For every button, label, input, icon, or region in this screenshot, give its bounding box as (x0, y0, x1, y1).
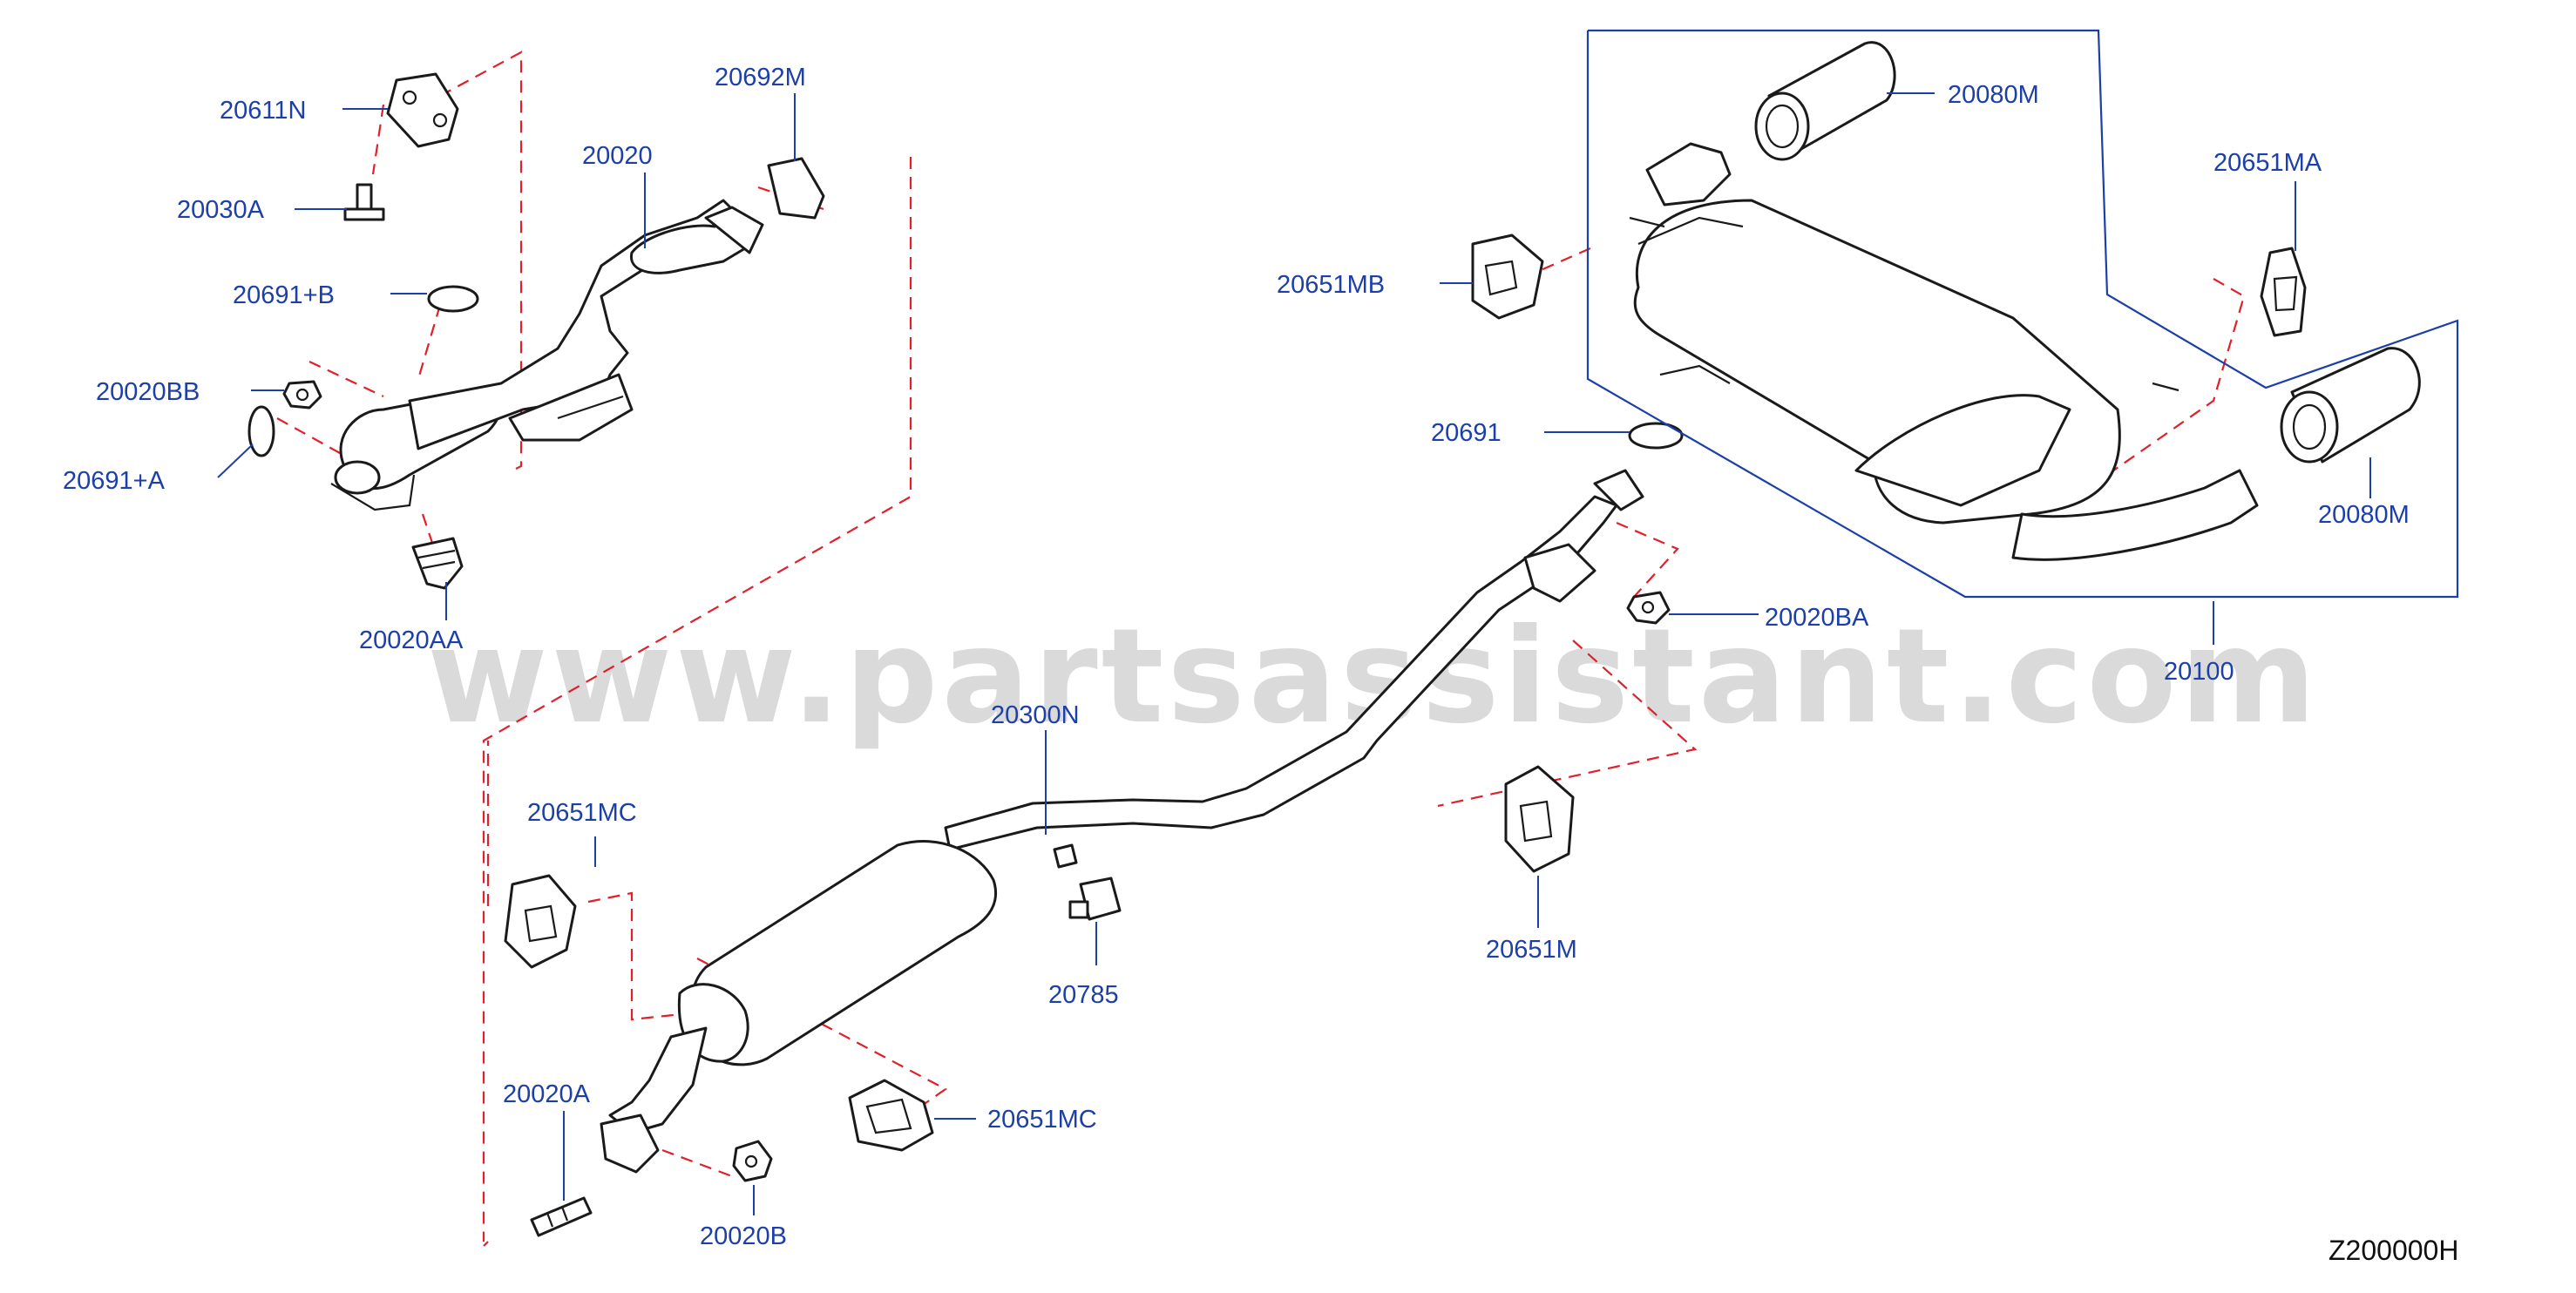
label-20611N[interactable]: 20611N (220, 97, 306, 125)
bolt-aa-drawing (411, 537, 464, 590)
diagram-code: Z200000H (2329, 1235, 2458, 1266)
label-20030A[interactable]: 20030A (177, 196, 265, 224)
hanger-ma-drawing (2260, 247, 2307, 337)
hanger-mc-left-drawing (504, 874, 577, 969)
label-20020BB[interactable]: 20020BB (96, 378, 200, 406)
gasket-a-drawing (247, 405, 275, 457)
rear-assembly-box (1586, 29, 2459, 599)
part-labels: 20611N 20030A 20691+B 20020BB 20691+A 20… (63, 64, 2410, 1250)
label-20020A[interactable]: 20020A (503, 1080, 591, 1108)
gasket-20692m-drawing (767, 157, 825, 220)
label-20651MC-left[interactable]: 20651MC (527, 799, 637, 827)
label-20785[interactable]: 20785 (1048, 981, 1119, 1009)
label-20651MB[interactable]: 20651MB (1277, 271, 1385, 299)
bolt-drawing (343, 183, 385, 221)
label-20020[interactable]: 20020 (582, 142, 653, 170)
hanger-mb-drawing (1471, 234, 1544, 320)
flange-drawing (600, 1114, 660, 1174)
leader-lines (217, 92, 2371, 1215)
label-20020B[interactable]: 20020B (700, 1222, 787, 1250)
label-20300N[interactable]: 20300N (991, 701, 1080, 729)
clamp-drawing (1068, 877, 1122, 921)
nut-ba-drawing (1626, 591, 1671, 625)
label-20100[interactable]: 20100 (2164, 658, 2234, 686)
label-20651MC-right[interactable]: 20651MC (987, 1106, 1097, 1134)
front-pipe-catalyst-drawing (330, 199, 764, 511)
tail-tip-top-drawing (1754, 41, 1896, 161)
label-20651MA[interactable]: 20651MA (2213, 149, 2322, 177)
stud-drawing (530, 1196, 593, 1237)
label-20020BA[interactable]: 20020BA (1765, 604, 1869, 632)
hanger-m-drawing (1504, 765, 1575, 873)
label-20080M-top[interactable]: 20080M (1948, 81, 2039, 109)
tail-tip-right-drawing (2280, 347, 2421, 464)
nut-b-drawing (732, 1140, 773, 1182)
gasket-20691-drawing (1628, 422, 1684, 450)
gasket-b-drawing (427, 285, 479, 313)
label-20651M[interactable]: 20651M (1486, 936, 1577, 964)
hanger-mc-right-drawing (848, 1079, 934, 1152)
label-20692M[interactable]: 20692M (715, 64, 806, 91)
label-20691B[interactable]: 20691+B (233, 281, 335, 309)
heat-shield-bracket-drawing (386, 72, 459, 148)
label-20080M-right[interactable]: 20080M (2318, 501, 2410, 529)
label-20691A[interactable]: 20691+A (63, 467, 166, 495)
label-20020AA[interactable]: 20020AA (359, 626, 464, 654)
nut-bb-drawing (282, 380, 322, 410)
assembly-callout-lines (276, 51, 2246, 1247)
label-20691[interactable]: 20691 (1431, 419, 1502, 447)
center-pipe-muffler-drawing (608, 469, 1644, 1134)
rear-muffler-assembly-drawing (1629, 142, 2259, 561)
